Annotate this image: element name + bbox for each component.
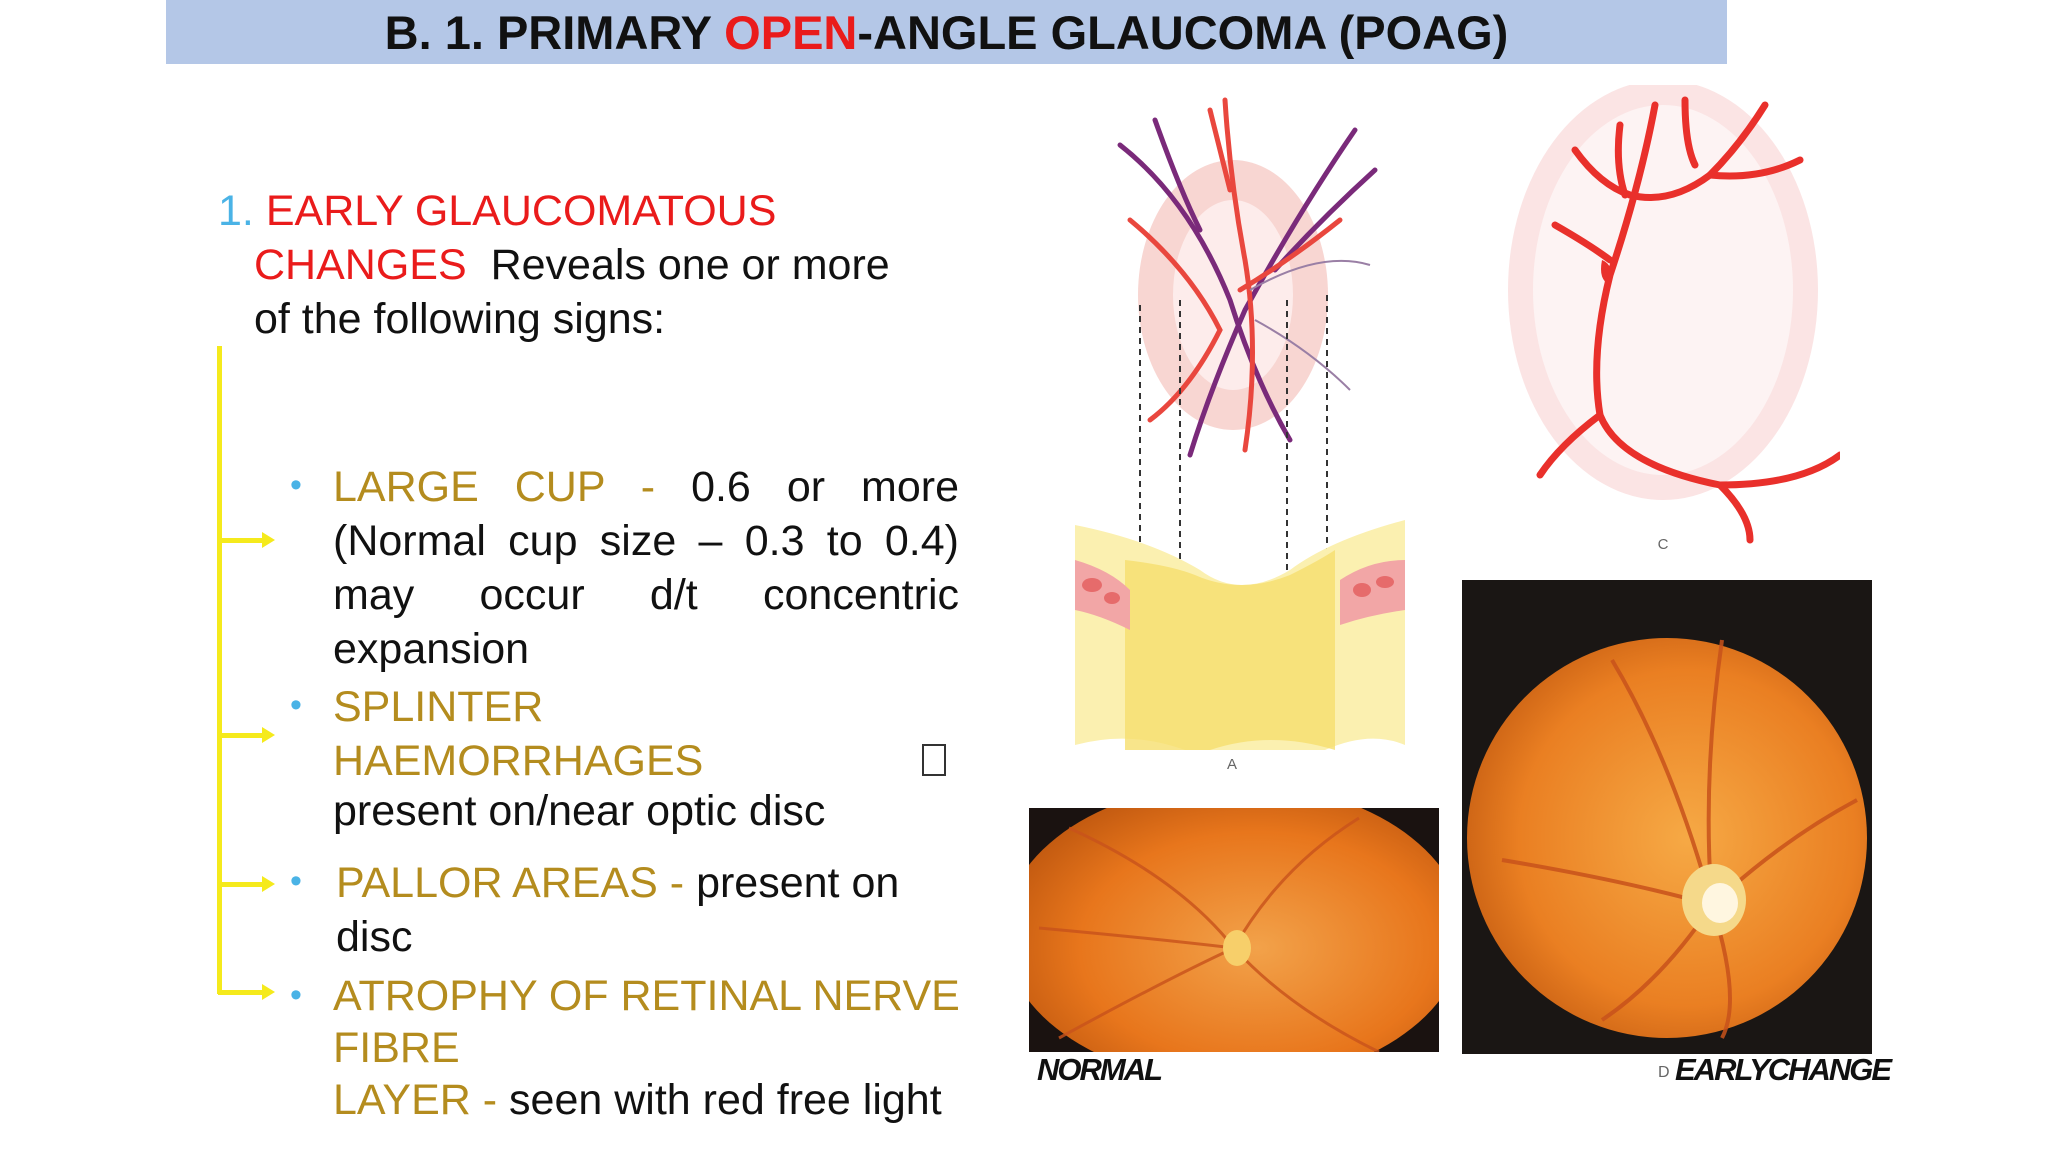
title-part1: B. 1. PRIMARY xyxy=(384,6,725,59)
fundus-photo-early-change xyxy=(1462,580,1872,1054)
arrow-icon xyxy=(218,876,275,892)
heading-red-1: EARLY GLAUCOMATOUS xyxy=(265,187,777,235)
bullet-splinter-label-2: HAEMORRHAGES xyxy=(333,737,704,785)
bullet-dot: • xyxy=(290,976,302,1014)
diagram-a-cup-cross-section: A xyxy=(1075,97,1405,770)
bullet-dot: • xyxy=(290,686,302,724)
bullet-splinter-text: present on/near optic disc xyxy=(333,787,826,835)
caption-early-change: EARLYCHANGE xyxy=(1675,1052,1892,1087)
bullet-large-cup: LARGE CUP - 0.6 or more (Normal cup size… xyxy=(333,460,959,676)
bullet-dot: • xyxy=(290,466,302,504)
label-c: C xyxy=(1658,536,1669,553)
slide-title: B. 1. PRIMARY OPEN-ANGLE GLAUCOMA (POAG) xyxy=(166,0,1727,64)
title-open: OPEN xyxy=(724,6,858,59)
bullet-atrophy: ATROPHY OF RETINAL NERVE FIBRE LAYER - s… xyxy=(333,970,973,1126)
bullet-atrophy-label-1: ATROPHY OF RETINAL NERVE xyxy=(333,972,960,1020)
caption-normal: NORMAL xyxy=(1037,1052,1163,1087)
arrow-icon xyxy=(218,984,275,1000)
bullet-large-cup-label: LARGE CUP - xyxy=(333,463,656,511)
arrow-icon xyxy=(218,727,275,743)
diagram-c-optic-disc: C xyxy=(1508,85,1840,553)
bullet-atrophy-label-3: LAYER - xyxy=(333,1076,498,1124)
label-d: D xyxy=(1658,1064,1670,1081)
label-a: A xyxy=(1227,756,1237,770)
bullet-dot: • xyxy=(290,862,302,900)
heading-text-1: Reveals one or more xyxy=(490,241,890,289)
bullet-splinter: SPLINTER HAEMORRHAGES present on/near op… xyxy=(333,680,959,838)
bullet-pallor-text-2: disc xyxy=(336,913,413,961)
fundus-photo-normal: B xyxy=(1029,808,1439,1052)
bullet-atrophy-text: seen with red free light xyxy=(509,1076,942,1124)
bullet-atrophy-label-2: FIBRE xyxy=(333,1024,460,1072)
missing-glyph-box xyxy=(922,744,946,776)
heading-red-2: CHANGES xyxy=(254,241,467,289)
heading-number: 1. xyxy=(218,187,254,235)
title-bar xyxy=(166,0,1727,64)
bullet-pallor-text-1: present on xyxy=(696,859,900,907)
arrow-icon xyxy=(218,532,275,548)
yellow-bracket xyxy=(217,346,222,994)
bullet-large-cup-text: 0.6 or more (Normal cup size – 0.3 to 0.… xyxy=(333,463,960,673)
heading-text-2: of the following signs: xyxy=(254,295,666,343)
bullet-pallor-label: PALLOR AREAS - xyxy=(336,859,685,907)
bullet-pallor: PALLOR AREAS - present on disc xyxy=(336,856,962,964)
bullet-splinter-label-1: SPLINTER xyxy=(333,683,544,731)
title-part3: -ANGLE GLAUCOMA (POAG) xyxy=(857,6,1509,59)
section-heading: 1. EARLY GLAUCOMATOUS CHANGES Reveals on… xyxy=(218,184,890,346)
